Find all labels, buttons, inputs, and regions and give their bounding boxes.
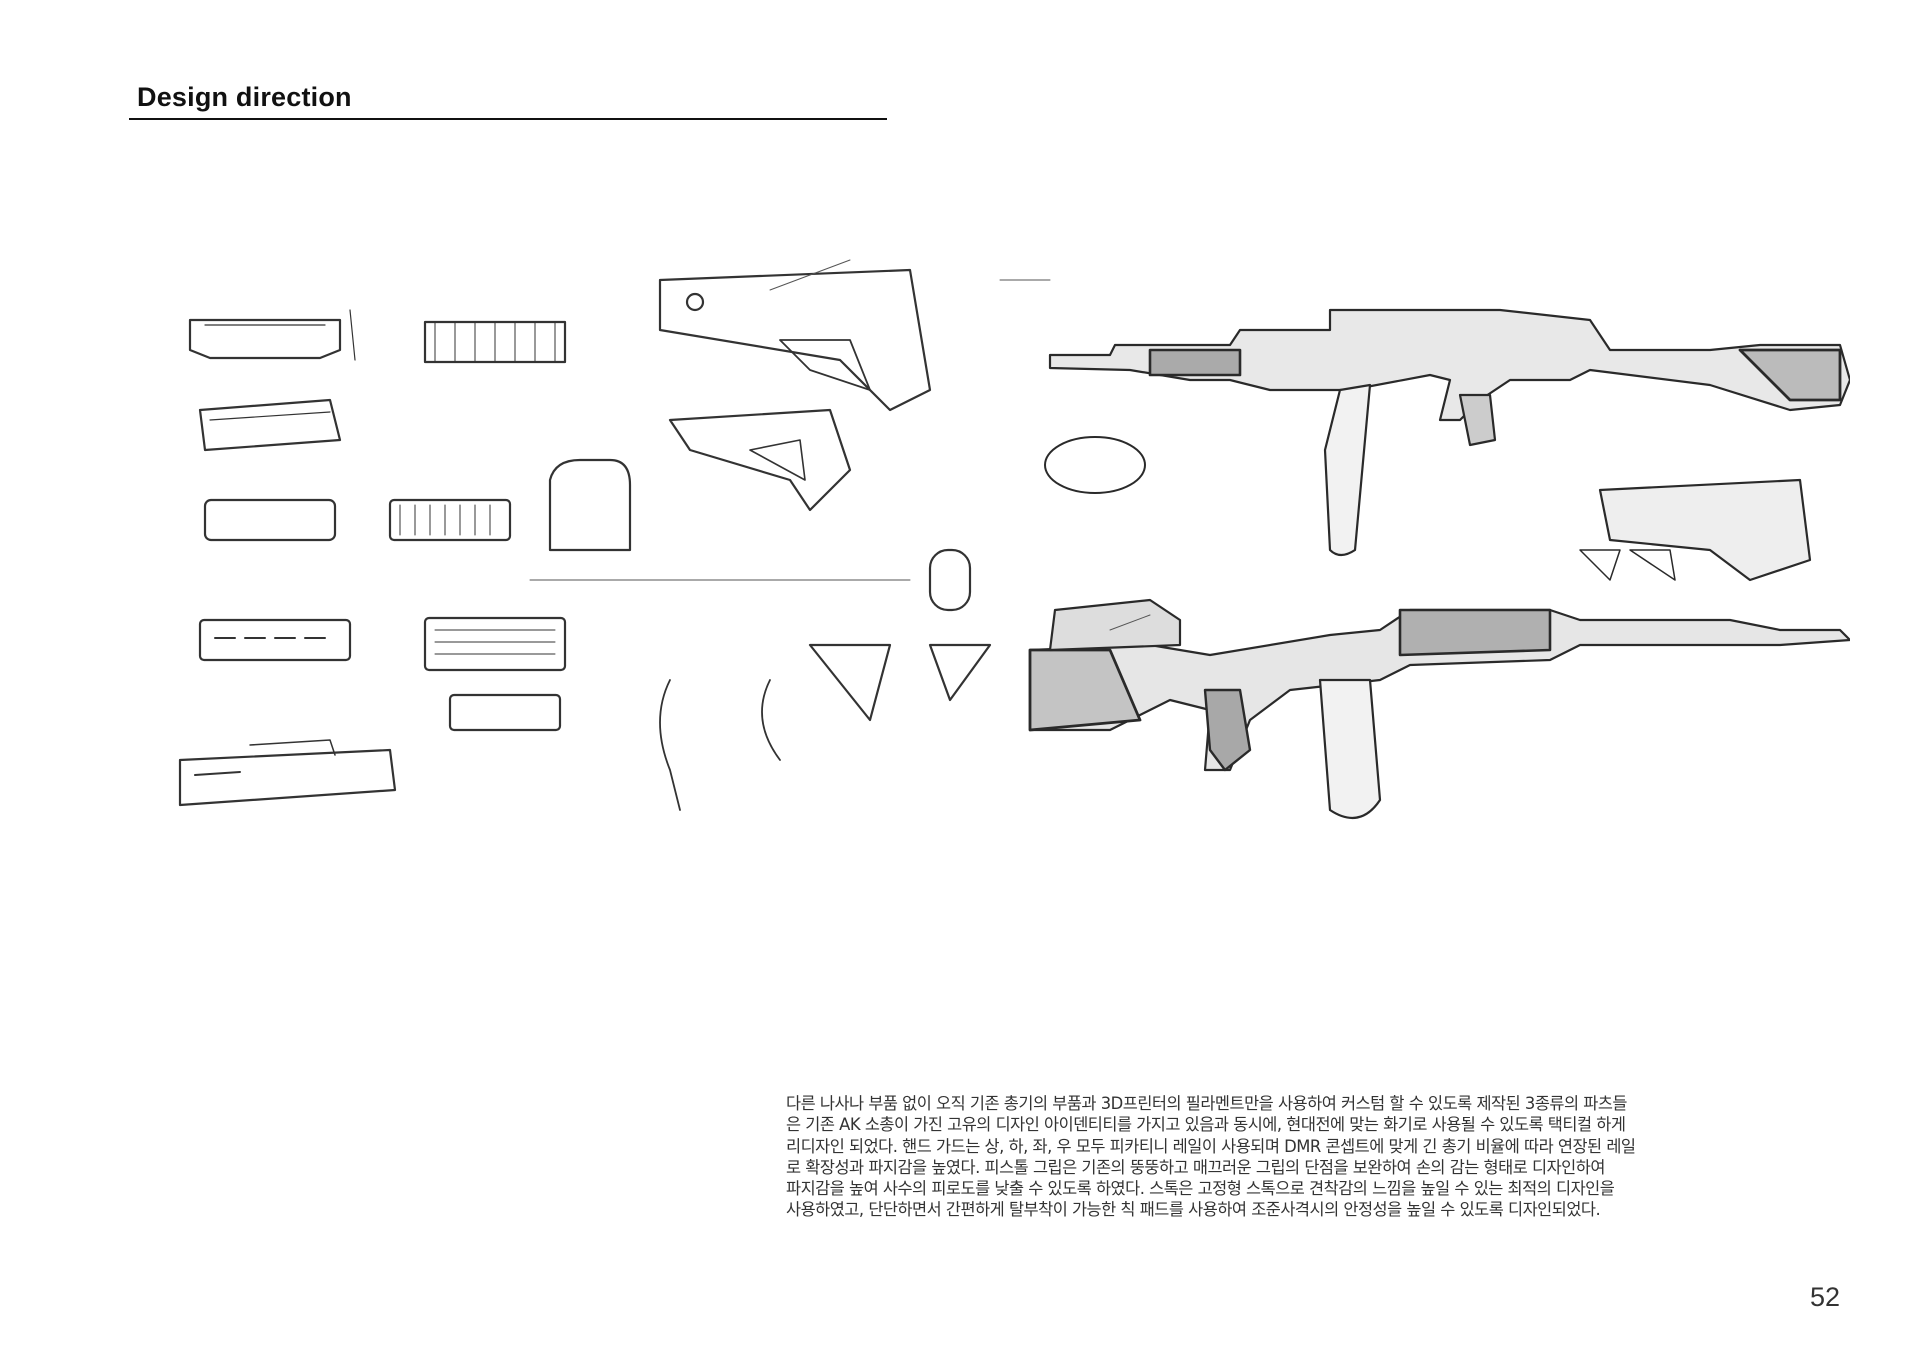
description-line: 리디자인 되었다. 핸드 가드는 상, 하, 좌, 우 모두 피카티니 레일이 … [786,1136,1636,1156]
stock-sketch-side [658,268,932,412]
cheek-pad-sketches [659,548,992,811]
page-title: Design direction [137,82,352,112]
handguard-sketch-assembly [178,739,397,807]
description-line: 로 확장성과 파지감을 높였다. 피스톨 그립은 기존의 뚱뚱하고 매끄러운 그… [786,1157,1605,1177]
design-sketches-figure [150,250,1852,850]
rifle-sketch-top [1044,308,1852,557]
handguard-sketch-t2 [198,398,342,452]
page-number: 52 [1810,1282,1841,1312]
description-paragraph: 다른 나사나 부품 없이 오직 기존 총기의 부품과 3D프린터의 필라멘트만을… [786,1093,1866,1221]
handguard-sketch-t4 [198,616,567,732]
handguard-sketch-rail [423,320,567,364]
stock-sketch-variant [668,408,852,512]
handguard-sketch-t3 [203,458,632,552]
description-line: 파지감을 높여 사수의 피로도를 낮출 수 있도록 하였다. 스톡은 고정형 스… [786,1179,1615,1199]
title-underline [129,118,887,120]
handguard-sketch-t1 [188,309,356,361]
sketch-drawing [178,259,1852,820]
construction-lines [529,259,1151,631]
description-line: 사용하였고, 단단하면서 간편하게 탈부착이 가능한 칙 패드를 사용하여 조준… [786,1200,1601,1220]
description-line: 다른 나사나 부품 없이 오직 기존 총기의 부품과 3D프린터의 필라멘트만을… [786,1094,1628,1113]
description-line: 은 기존 AK 소총이 가진 고유의 디자인 아이덴티티를 가지고 있음과 동시… [786,1115,1626,1135]
rifle-sketch-bottom [1028,478,1852,820]
